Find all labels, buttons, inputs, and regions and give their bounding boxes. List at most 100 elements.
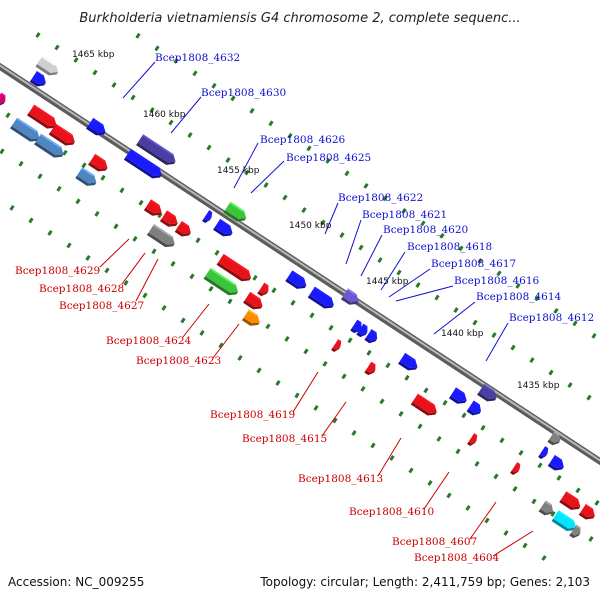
gene-arrow[interactable] [538, 446, 550, 460]
gene-arrow[interactable] [123, 148, 165, 182]
gene-label[interactable]: Bcep1808_4622 [338, 192, 423, 204]
tick-mark [154, 45, 160, 52]
gene-arrow[interactable] [159, 210, 181, 230]
tick-mark [119, 187, 125, 194]
gene-arrow[interactable] [477, 383, 499, 405]
gene-arrow[interactable] [547, 431, 562, 447]
gene-arrow[interactable] [340, 288, 362, 308]
tick-mark [138, 199, 144, 206]
gene-arrow[interactable] [213, 218, 235, 240]
gene-arrow[interactable] [257, 282, 271, 298]
gene-label[interactable]: Bcep1808_4628 [39, 283, 124, 295]
gene-arrow[interactable] [241, 309, 263, 329]
gene-arrow[interactable] [538, 500, 556, 518]
tick-mark [472, 319, 478, 326]
gene-features [0, 55, 598, 540]
gene-label[interactable]: Bcep1808_4607 [392, 536, 477, 548]
tick-mark [496, 270, 502, 277]
gene-arrow[interactable] [136, 134, 178, 168]
gene-arrow[interactable] [216, 253, 254, 285]
tick-mark [465, 505, 471, 511]
gene-label[interactable]: Bcep1808_4604 [414, 552, 500, 564]
gene-label[interactable]: Bcep1808_4618 [407, 241, 492, 253]
tick-mark [28, 217, 34, 224]
gene-arrow[interactable] [410, 393, 440, 419]
gene-arrow[interactable] [467, 433, 479, 447]
gene-arrow[interactable] [143, 199, 165, 219]
leader-line [212, 323, 240, 359]
gene-label[interactable]: Bcep1808_4619 [210, 409, 295, 421]
gene-arrow[interactable] [364, 361, 378, 377]
gene-arrow[interactable] [35, 55, 61, 79]
tick-mark [553, 307, 559, 314]
gene-arrow[interactable] [466, 400, 484, 418]
gene-arrow[interactable] [551, 510, 579, 534]
gene-arrow[interactable] [29, 70, 49, 90]
gene-arrow[interactable] [88, 153, 110, 175]
tick-mark [157, 212, 163, 219]
gene-label[interactable]: Bcep1808_4616 [454, 275, 540, 287]
leader-line [485, 322, 509, 362]
tick-mark [591, 332, 597, 339]
label-leader-lines [99, 61, 534, 557]
gene-label[interactable]: Bcep1808_4626 [260, 134, 346, 146]
gene-arrow[interactable] [27, 104, 59, 132]
gene-arrow[interactable] [547, 454, 567, 474]
gene-arrow[interactable] [0, 92, 8, 108]
gene-arrow[interactable] [559, 491, 583, 513]
gene-arrow[interactable] [174, 220, 194, 240]
tick-mark [556, 474, 562, 481]
tick-mark [66, 242, 72, 249]
gene-arrow[interactable] [146, 224, 178, 250]
gene-arrow[interactable] [243, 291, 265, 313]
gene-arrow[interactable] [285, 270, 309, 292]
tick-mark [491, 332, 497, 338]
gene-arrow[interactable] [34, 133, 66, 161]
tick-mark [5, 112, 11, 119]
gene-arrow[interactable] [203, 267, 241, 299]
tick-mark [18, 160, 24, 167]
map-info-text: Topology: circular; Length: 2,411,759 bp… [259, 575, 590, 589]
tick-mark [135, 32, 141, 39]
gene-label[interactable]: Bcep1808_4615 [242, 433, 327, 445]
gene-arrow[interactable] [448, 387, 470, 407]
gene-label[interactable]: Bcep1808_4620 [383, 224, 468, 236]
gene-arrow[interactable] [48, 123, 78, 149]
tick-mark [249, 107, 255, 114]
gene-arrow[interactable] [510, 462, 522, 476]
gene-label[interactable]: Bcep1808_4610 [349, 506, 434, 518]
tick-mark [287, 132, 293, 139]
tick-mark [211, 82, 217, 89]
gene-label[interactable]: Bcep1808_4625 [286, 152, 371, 164]
tick-mark [537, 462, 543, 469]
leader-line [122, 61, 156, 99]
kbp-marker: 1435 kbp [517, 381, 560, 391]
gene-arrow[interactable] [578, 503, 598, 523]
gene-label[interactable]: Bcep1808_4627 [59, 300, 144, 312]
gene-label[interactable]: Bcep1808_4617 [431, 258, 516, 270]
gene-arrow[interactable] [307, 286, 337, 312]
gene-label[interactable]: Bcep1808_4629 [15, 265, 100, 277]
gene-arrow[interactable] [356, 323, 370, 339]
gene-arrow[interactable] [75, 167, 99, 189]
gene-label[interactable]: Bcep1808_4624 [106, 335, 192, 347]
gene-label[interactable]: Bcep1808_4621 [362, 209, 447, 221]
tick-mark [237, 355, 243, 361]
gene-arrow[interactable] [364, 329, 379, 345]
gene-arrow[interactable] [86, 117, 108, 139]
gene-arrow[interactable] [202, 210, 214, 224]
tick-mark [294, 392, 300, 399]
gene-label[interactable]: Bcep1808_4612 [509, 312, 594, 324]
gene-label[interactable]: Bcep1808_4623 [136, 355, 221, 367]
gene-arrow[interactable] [10, 117, 42, 145]
gene-arrow[interactable] [331, 339, 343, 353]
gene-arrow[interactable] [350, 319, 364, 335]
tick-mark [423, 387, 429, 394]
gene-label[interactable]: Bcep1808_4632 [155, 52, 240, 64]
gene-arrow[interactable] [569, 524, 583, 540]
gene-label[interactable]: Bcep1808_4614 [476, 291, 562, 303]
gene-arrow[interactable] [398, 352, 420, 374]
gene-label[interactable]: Bcep1808_4613 [298, 473, 383, 485]
gene-arrow[interactable] [223, 201, 249, 225]
gene-label[interactable]: Bcep1808_4630 [201, 87, 286, 99]
